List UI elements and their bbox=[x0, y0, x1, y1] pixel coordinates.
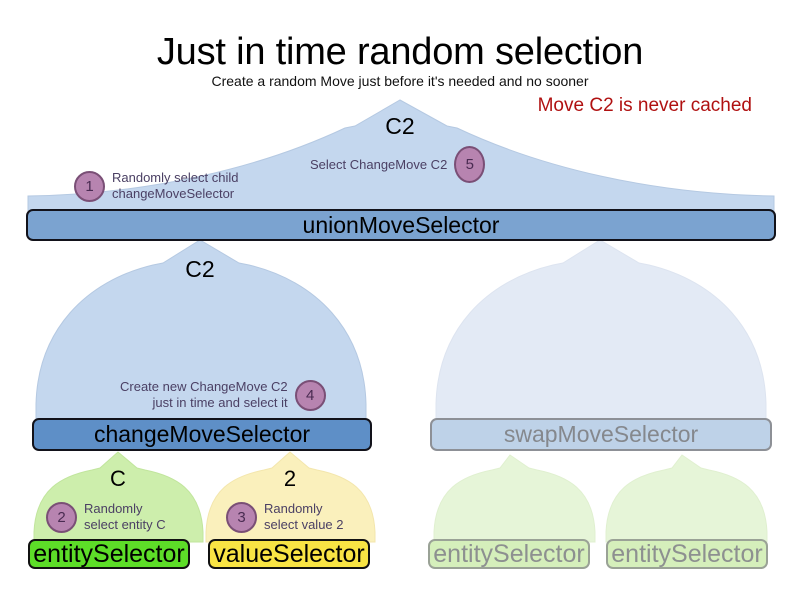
step-2-text: Randomly select entity C bbox=[84, 501, 166, 532]
flow-label-top-out: C2 bbox=[385, 113, 415, 139]
node-swap-entity-selector-right[interactable]: entitySelector bbox=[606, 539, 768, 569]
step-4-text: Create new ChangeMove C2 just in time an… bbox=[120, 379, 288, 410]
arrow-union-to-output bbox=[27, 99, 775, 213]
arrow-swap-entity-left bbox=[433, 454, 596, 543]
node-change-move-selector[interactable]: changeMoveSelector bbox=[32, 418, 372, 451]
page-subtitle: Create a random Move just before it's ne… bbox=[211, 73, 589, 89]
node-swap-entity-selector-left[interactable]: entitySelector bbox=[428, 539, 590, 569]
node-value-selector[interactable]: valueSelector bbox=[208, 539, 370, 569]
step-5-text: Select ChangeMove C2 bbox=[310, 156, 448, 172]
node-swap-move-selector[interactable]: swapMoveSelector bbox=[430, 418, 772, 451]
step-3-badge: 3 bbox=[226, 501, 257, 533]
step-3-text: Randomly select value 2 bbox=[264, 501, 344, 532]
arrow-change-to-union bbox=[35, 239, 367, 421]
step-1: 1 Randomly select child changeMoveSelect… bbox=[74, 170, 238, 202]
never-cached-note: Move C2 is never cached bbox=[537, 95, 752, 116]
step-4: 4 Create new ChangeMove C2 just in time … bbox=[120, 379, 326, 411]
arrow-swap-to-union bbox=[435, 239, 767, 421]
node-union-move-selector[interactable]: unionMoveSelector bbox=[26, 209, 776, 241]
flow-label-entity-out: C bbox=[110, 466, 126, 491]
step-3: 3 Randomly select value 2 bbox=[226, 501, 344, 533]
flow-label-change-to-union: C2 bbox=[185, 256, 215, 282]
flow-label-value-out: 2 bbox=[283, 466, 297, 491]
node-entity-selector[interactable]: entitySelector bbox=[28, 539, 190, 569]
step-4-badge: 4 bbox=[294, 379, 326, 411]
step-2-badge: 2 bbox=[46, 501, 77, 533]
step-1-text: Randomly select child changeMoveSelector bbox=[112, 170, 239, 201]
step-1-badge: 1 bbox=[74, 170, 105, 202]
step-5-badge: 5 bbox=[454, 146, 486, 183]
arrow-swap-entity-right bbox=[605, 454, 768, 543]
step-5: 5 Select ChangeMove C2 bbox=[310, 146, 486, 183]
page-title: Just in time random selection bbox=[156, 31, 644, 73]
step-2: 2 Randomly select entity C bbox=[46, 501, 166, 533]
